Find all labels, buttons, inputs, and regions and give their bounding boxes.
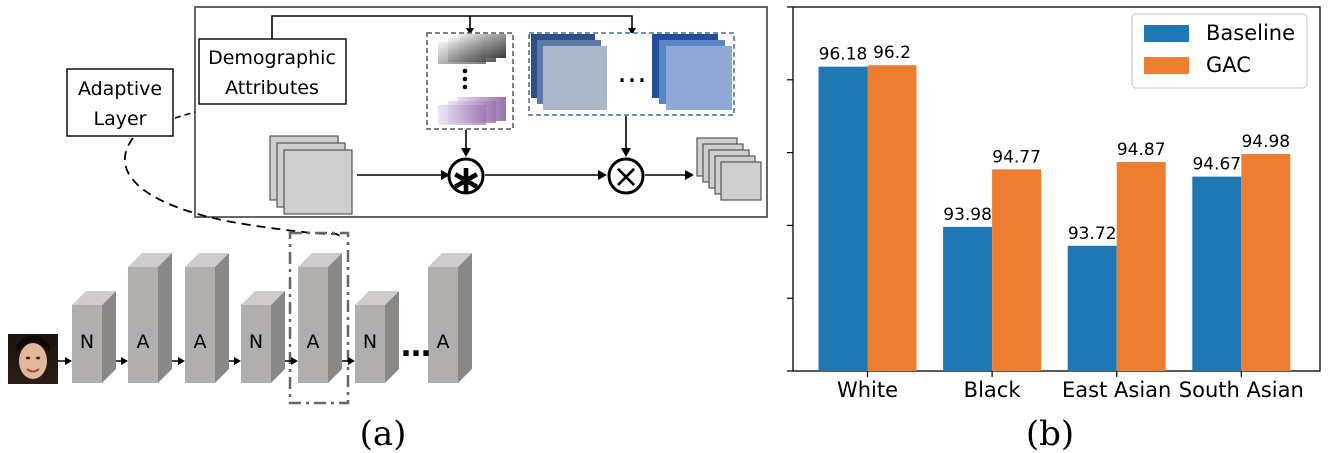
legend-swatch bbox=[1144, 57, 1189, 74]
bar-value-label: 96.2 bbox=[873, 43, 911, 63]
module-pointer-arrow bbox=[174, 111, 196, 119]
gac-bar bbox=[1116, 162, 1166, 371]
blue-kernel-ellipsis: … bbox=[617, 55, 647, 90]
attribute-connector bbox=[271, 15, 633, 40]
block-label: A bbox=[307, 331, 320, 353]
multiplication-operator bbox=[607, 157, 645, 195]
baseline-bar bbox=[943, 226, 993, 371]
adaptive-block: A bbox=[185, 253, 229, 383]
x-tick-label: South Asian bbox=[1179, 378, 1304, 402]
bar-value-label: 94.77 bbox=[992, 147, 1041, 167]
baseline-bar bbox=[1192, 176, 1242, 371]
caption-a: (a) bbox=[360, 414, 407, 453]
bar-value-label: 94.67 bbox=[1192, 155, 1241, 175]
baseline-bar bbox=[1067, 245, 1117, 371]
legend-swatch bbox=[1144, 25, 1189, 42]
block-arrowhead bbox=[178, 357, 185, 365]
grayscale-kernel-group bbox=[426, 32, 514, 130]
block-label: N bbox=[249, 331, 263, 353]
backbone-ellipsis: … bbox=[401, 329, 431, 364]
baseline-bar bbox=[818, 66, 868, 372]
block-label: A bbox=[137, 331, 150, 353]
bar-value-label: 96.18 bbox=[819, 45, 868, 65]
adaptive-layer-box bbox=[66, 68, 174, 137]
normal-block: N bbox=[355, 291, 399, 383]
bar-value-label: 93.72 bbox=[1068, 224, 1117, 244]
normal-block: N bbox=[72, 291, 116, 383]
output-feature-maps bbox=[696, 137, 762, 201]
axes-frame bbox=[792, 6, 1321, 372]
demographic-label-line1: Demographic bbox=[208, 47, 336, 69]
adaptive-block: A bbox=[298, 253, 342, 383]
normal-block: N bbox=[241, 291, 285, 383]
bar-value-label: 93.98 bbox=[943, 205, 992, 225]
x-tick-label: Black bbox=[964, 378, 1022, 402]
input-face-image bbox=[8, 334, 58, 384]
bar-value-label: 94.87 bbox=[1117, 140, 1166, 160]
adaptive-layer-label-line2: Layer bbox=[94, 108, 147, 130]
x-tick-label: White bbox=[837, 378, 898, 402]
demographic-label-line2: Attributes bbox=[225, 77, 319, 99]
convolution-operator bbox=[447, 157, 485, 195]
block-label: A bbox=[194, 331, 207, 353]
input-feature-maps bbox=[269, 135, 353, 215]
caption-b: (b) bbox=[1026, 414, 1074, 453]
convolution-symbol: ∗ bbox=[449, 157, 483, 203]
block-arrowhead bbox=[291, 357, 298, 365]
block-label: N bbox=[80, 331, 94, 353]
block-arrowhead bbox=[121, 357, 128, 365]
adaptive-block: A bbox=[128, 253, 172, 383]
gac-bar bbox=[867, 65, 917, 372]
demographic-attributes-box bbox=[198, 38, 347, 105]
legend-label: GAC bbox=[1206, 53, 1251, 77]
highlighted-adaptive-block-frame bbox=[288, 231, 350, 405]
x-tick-label: East Asian bbox=[1062, 378, 1171, 402]
gac-bar bbox=[1241, 154, 1291, 371]
blue-kernel-group: … bbox=[528, 32, 735, 116]
block-arrowhead bbox=[234, 357, 241, 365]
block-arrowhead bbox=[65, 357, 72, 365]
architecture-diagram: Demographic Attributes Adaptive Layer bbox=[8, 6, 768, 453]
bar-value-label: 94.98 bbox=[1241, 132, 1290, 152]
adaptive-block: A bbox=[428, 253, 472, 383]
block-label: N bbox=[363, 331, 377, 353]
block-label: A bbox=[437, 331, 450, 353]
adaptive-layer-label-line1: Adaptive bbox=[78, 78, 162, 100]
multiplication-symbol: × bbox=[613, 157, 640, 195]
gac-bar bbox=[992, 169, 1042, 371]
legend-label: Baseline bbox=[1206, 21, 1295, 45]
block-arrowhead bbox=[348, 357, 355, 365]
